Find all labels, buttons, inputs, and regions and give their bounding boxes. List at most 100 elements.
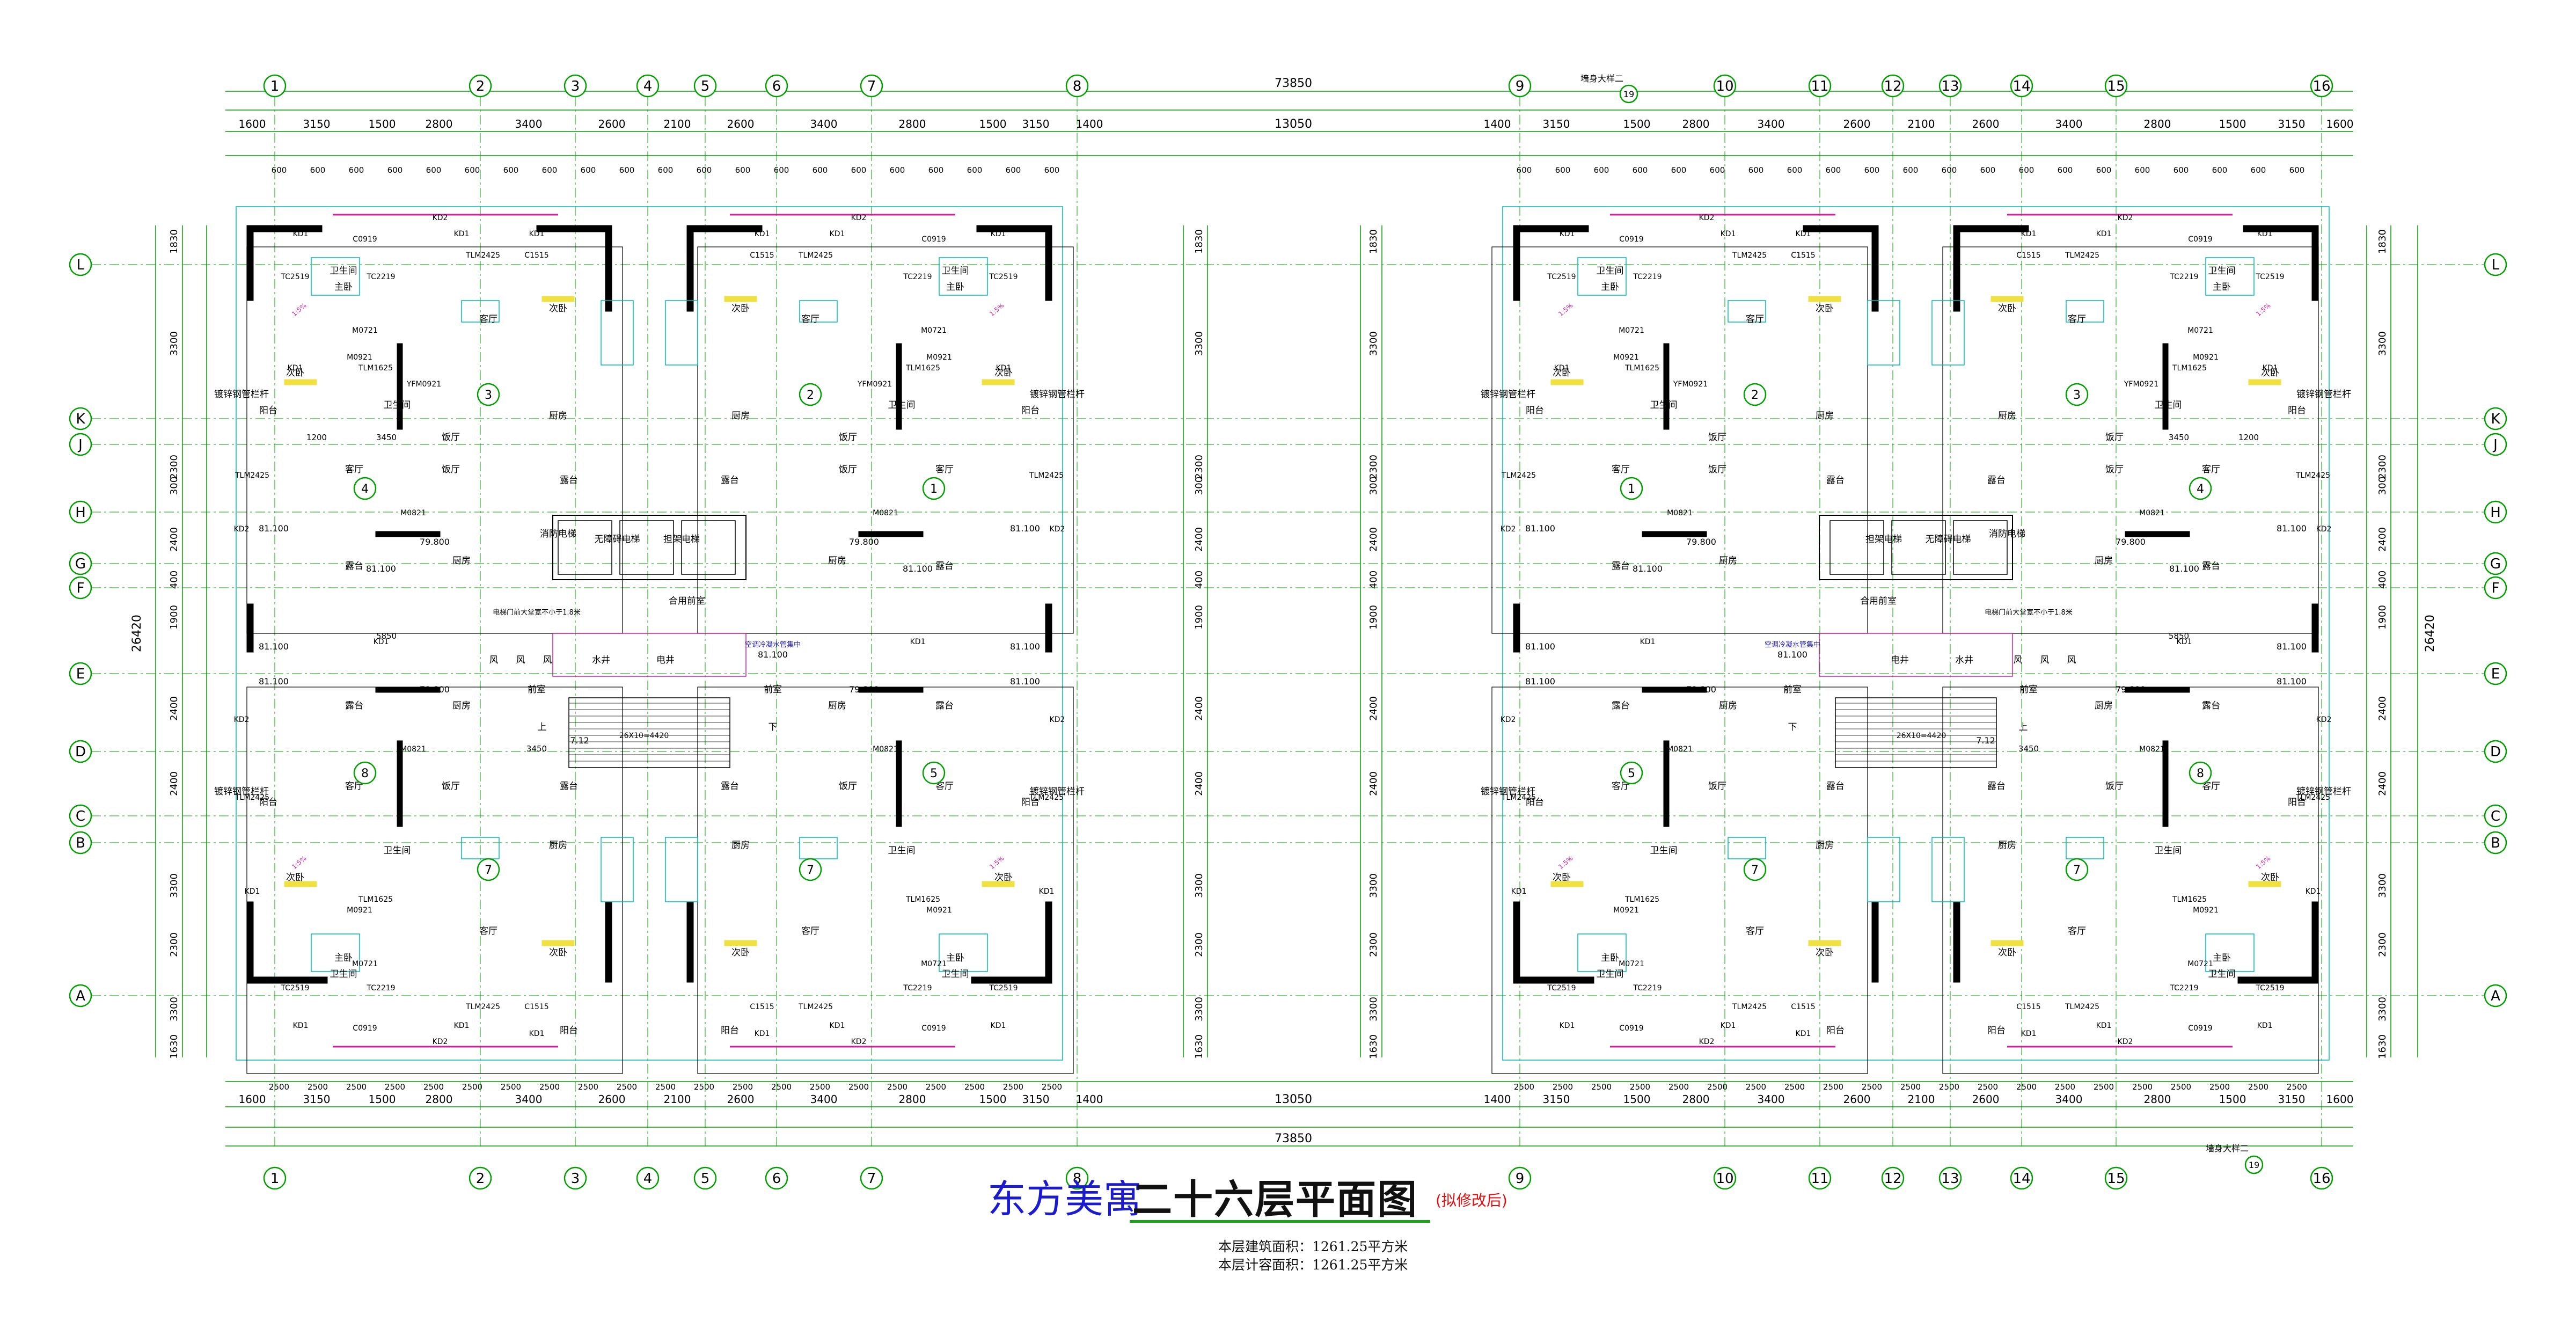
fine-dim-text: 600 — [503, 165, 519, 175]
elevation-mark: 79.800 — [849, 684, 879, 695]
door-window-tag: KD1 — [374, 638, 389, 646]
door-window-tag: C1515 — [2016, 251, 2040, 260]
unit-number: 1 — [1628, 483, 1635, 496]
fine-dim-text: 2500 — [617, 1082, 637, 1092]
fine-dim-text: 600 — [581, 165, 596, 175]
wall-segment — [2237, 976, 2319, 984]
door-window-tag: KD2 — [851, 1038, 867, 1046]
fine-dim-text: 2500 — [1630, 1082, 1650, 1092]
room-label: 次卧 — [2261, 872, 2279, 883]
row-label-right: D — [2490, 744, 2501, 760]
fine-dim-text: 2500 — [1042, 1082, 1062, 1092]
door-window-tag: M0821 — [400, 509, 426, 517]
unit-bubble — [799, 383, 822, 406]
door-window-tag: C0919 — [1619, 235, 1643, 244]
fine-dim-text: 2500 — [771, 1082, 792, 1092]
wall-segment — [686, 225, 694, 312]
room-label: 卫生间 — [2155, 845, 2182, 856]
door-window-tag: M0921 — [347, 906, 372, 915]
fixture — [665, 837, 698, 902]
axis-label-top: 3 — [571, 78, 580, 94]
room-label: 阳台 — [1987, 1025, 2006, 1036]
room-label: 镀锌钢管栏杆 — [2296, 389, 2351, 400]
elevator-shaft — [619, 520, 674, 575]
wall-segment — [976, 225, 1052, 232]
door-window-tag: KD2 — [234, 716, 250, 724]
axis-label-top: 15 — [2107, 78, 2125, 94]
row-dim-text: 2400 — [169, 771, 180, 796]
fine-dim-text: 600 — [2058, 165, 2073, 175]
elevation-mark: 81.100 — [1777, 649, 1807, 660]
room-label: 客厅 — [345, 464, 363, 475]
row-bubble-right — [2484, 662, 2507, 685]
fine-dim-text: 600 — [387, 165, 403, 175]
fine-dim-text: 2500 — [2171, 1082, 2191, 1092]
axis-bubble-bottom — [1881, 1166, 1905, 1190]
brand-text: 东方美寓 — [987, 1177, 1143, 1222]
room-label: 主卧 — [946, 953, 964, 963]
row-bubble-right — [2484, 831, 2507, 855]
room-label: 厨房 — [549, 411, 567, 421]
fine-dim-text: 2500 — [1707, 1082, 1728, 1092]
wall-segment — [1513, 225, 1589, 232]
door-window-tag: TLM1625 — [358, 895, 393, 904]
dim-text: 1400 — [1076, 1093, 1103, 1106]
area-highlight — [982, 379, 1015, 385]
area-highlight — [284, 379, 317, 385]
wall-segment — [246, 225, 254, 301]
door-window-tag: M0821 — [873, 509, 898, 517]
room-label: 前室 — [528, 684, 546, 695]
slope-mark: 1:5% — [290, 855, 308, 871]
row-dim-text: 2400 — [2377, 696, 2388, 721]
door-window-tag: TC2519 — [280, 273, 309, 281]
wall-segment — [1045, 225, 1052, 301]
elevation-mark: 81.100 — [1010, 641, 1040, 652]
elevation-mark: 79.800 — [1686, 537, 1716, 547]
fine-dim-text: 600 — [851, 165, 867, 175]
fine-dim-text: 600 — [1787, 165, 1803, 175]
door-window-tag: KD1 — [830, 1021, 845, 1030]
room-label: 风 — [543, 655, 552, 666]
fine-dim-text: 600 — [928, 165, 944, 175]
axis-label-bottom: 3 — [571, 1171, 580, 1187]
room-label: 露台 — [1826, 781, 1845, 792]
fine-dim-text: 600 — [272, 165, 287, 175]
unit-bubble — [477, 383, 500, 406]
axis-bubble-bottom — [1713, 1166, 1737, 1190]
room-dim: 5850 — [2169, 631, 2189, 641]
fine-dim-text: 600 — [1980, 165, 1996, 175]
door-window-tag: KD1 — [2177, 638, 2192, 646]
door-window-tag: TC2519 — [2255, 273, 2284, 281]
door-window-tag: C1515 — [750, 1003, 774, 1011]
wall-segment — [858, 531, 924, 537]
row-bubble-right — [2484, 253, 2507, 276]
room-label: 客厅 — [1746, 926, 1764, 937]
door-window-tag: TLM2425 — [465, 251, 500, 260]
fine-dim-text: 2500 — [2055, 1082, 2075, 1092]
axis-label-top: 7 — [867, 78, 876, 94]
fixture — [1931, 837, 1965, 902]
fixture — [1577, 933, 1627, 972]
unit-bubble — [922, 477, 946, 500]
row-bubble-right — [2484, 740, 2507, 763]
slope-mark: 1:5% — [1557, 302, 1575, 318]
door-window-tag: KD1 — [2021, 1030, 2037, 1038]
row-dim-text: 2300 — [2377, 932, 2388, 957]
room-label: 露台 — [560, 781, 578, 792]
elevation-mark: 81.100 — [1633, 564, 1663, 574]
door-window-tag: KD1 — [1560, 230, 1575, 238]
unit-bubble — [1620, 761, 1643, 785]
dim-text: 2600 — [1843, 1093, 1871, 1106]
row-dim-text: 2400 — [1194, 771, 1205, 796]
room-label: 主卧 — [334, 282, 353, 293]
dim-text: 2800 — [899, 1093, 926, 1106]
row-dim-text: 1900 — [169, 605, 180, 630]
room-label: 露台 — [721, 475, 739, 486]
room-label: 客厅 — [2202, 464, 2220, 475]
row-bubble-left — [69, 500, 92, 524]
door-window-tag: KD1 — [2096, 230, 2112, 238]
door-window-tag: KD2 — [1699, 214, 1715, 222]
fixture — [939, 933, 988, 972]
fine-dim-text: 2500 — [1900, 1082, 1921, 1092]
